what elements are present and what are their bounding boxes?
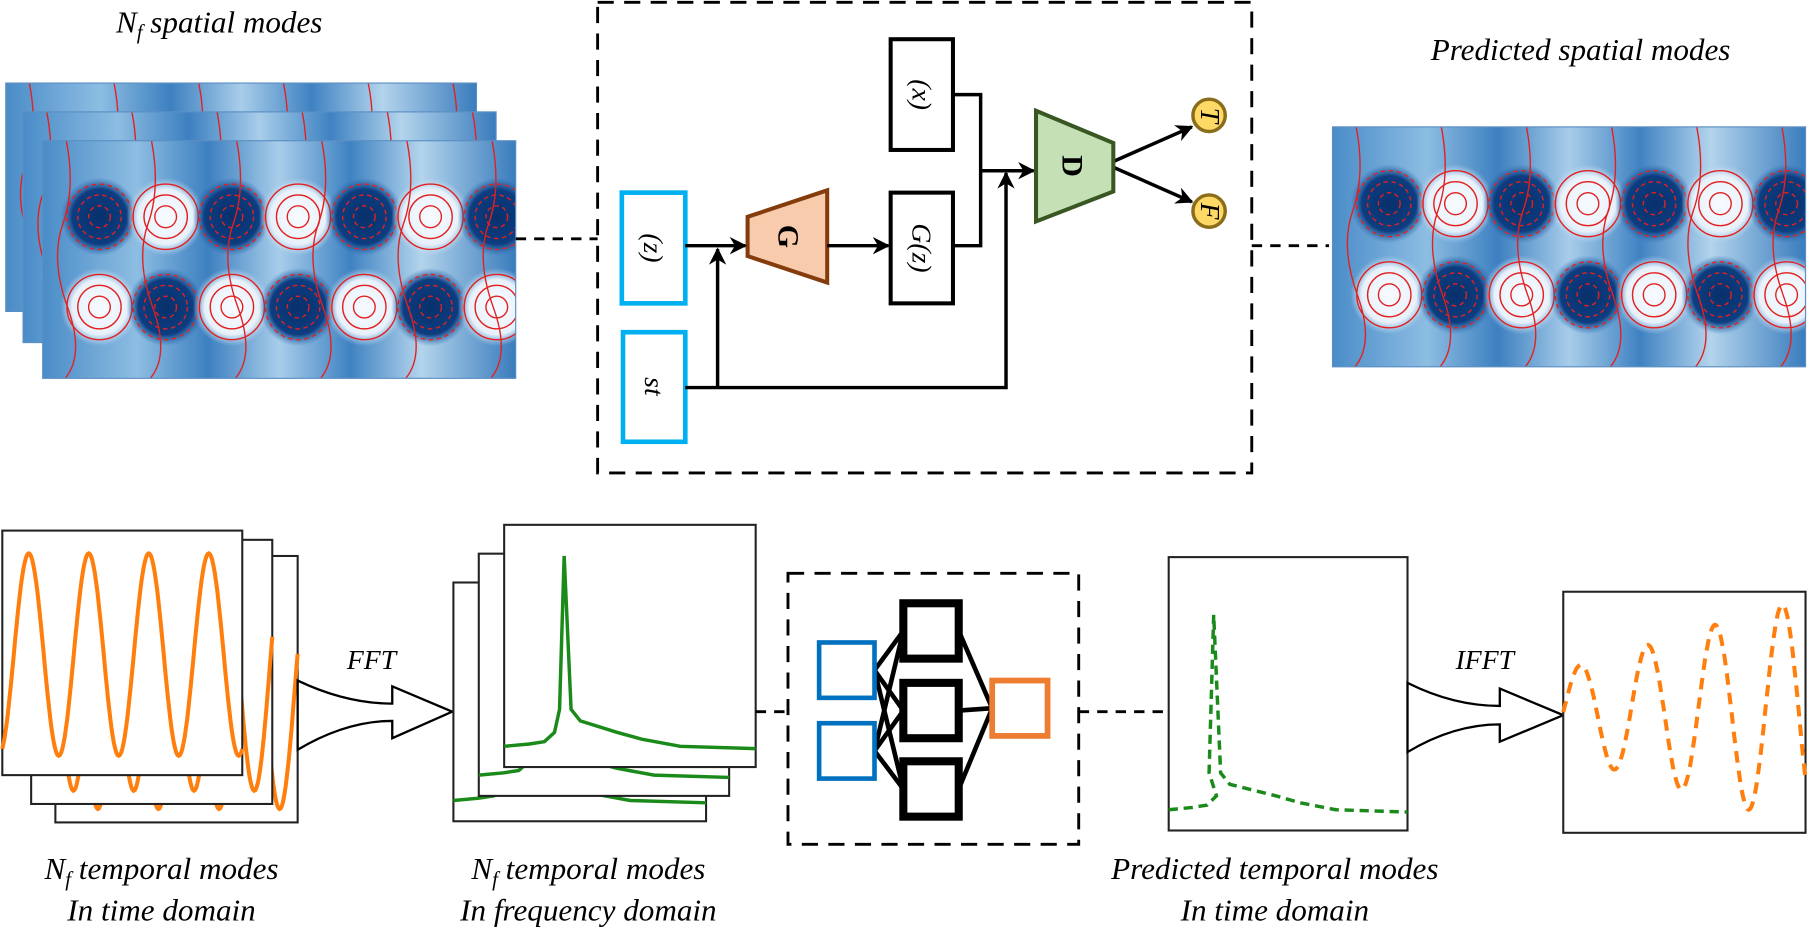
frequency-mode-plot [503, 523, 757, 769]
real-label: (x) [907, 79, 938, 110]
predicted-spatial-modes-title: Predicted spatial modes [1430, 32, 1731, 67]
frequency-domain-modes-stack [452, 523, 757, 823]
nn-hidden-node [899, 678, 963, 743]
noise-label: (z) [638, 233, 669, 262]
real-sample-box: (x) [888, 37, 955, 152]
svg-text:In time domain: In time domain [1180, 892, 1369, 927]
neural-network-block [786, 571, 1081, 846]
true-output-node: T [1191, 97, 1227, 134]
noise-input-box: (z) [619, 190, 688, 306]
nn-hidden-node [899, 757, 963, 821]
svg-text:Nf temporal modes: Nf temporal modes [470, 851, 705, 891]
generator-label: G [772, 225, 805, 248]
input-spatial-modes-stack [5, 82, 517, 379]
ifft-arrow: IFFT [1406, 644, 1567, 755]
condition-label: st [639, 377, 670, 397]
predicted-temporal-caption: Predicted temporal modes In time domain [1110, 851, 1438, 928]
fft-arrow: FFT [296, 644, 456, 752]
generator-block: G [745, 187, 830, 286]
nn-input-node [816, 720, 877, 781]
spatial-mode-image [1331, 126, 1807, 368]
svg-text:In frequency domain: In frequency domain [459, 892, 716, 927]
input-spatial-modes-title: Nf spatial modes [115, 4, 322, 44]
nn-connections [872, 629, 995, 791]
false-output-node: F [1191, 193, 1227, 229]
gan-dashed-box [596, 0, 1254, 475]
nn-input-node [816, 640, 877, 701]
predicted-spatial-mode-image [1331, 126, 1807, 368]
time-domain-modes-stack [0, 529, 300, 824]
time-mode-plot [0, 529, 245, 777]
svg-text:In time domain: In time domain [66, 892, 255, 927]
predicted-spectrum-plot [1167, 556, 1409, 832]
generated-sample-box: G(z) [888, 190, 955, 306]
svg-text:Nf temporal modes: Nf temporal modes [43, 851, 278, 891]
time-domain-caption: Nf temporal modes In time domain [43, 851, 278, 928]
nn-output-node [989, 677, 1051, 739]
frequency-domain-caption: Nf temporal modes In frequency domain [459, 851, 716, 928]
discriminator-block: D [1034, 107, 1116, 225]
spatial-mode-image [42, 140, 517, 379]
spectrum-line [504, 555, 756, 751]
nn-hidden-node [899, 599, 963, 663]
svg-text:F: F [1195, 202, 1226, 221]
signal-line [1561, 602, 1808, 813]
predicted-time-plot-frame [1561, 590, 1808, 834]
spectrum-line [1168, 614, 1408, 814]
signal-line [0, 551, 245, 759]
discriminator-label: D [1056, 155, 1089, 177]
predicted-time-plot [1561, 590, 1808, 834]
ifft-label: IFFT [1455, 644, 1517, 675]
fft-label: FFT [346, 644, 399, 675]
gan-connections [685, 92, 1194, 390]
predicted-frequency-plot [1167, 556, 1409, 832]
generated-label: G(z) [907, 223, 938, 272]
nn-dashed-box [786, 571, 1081, 846]
condition-input-box: st [620, 329, 688, 445]
svg-text:T: T [1195, 108, 1226, 126]
svg-text:Predicted temporal modes: Predicted temporal modes [1110, 851, 1438, 886]
